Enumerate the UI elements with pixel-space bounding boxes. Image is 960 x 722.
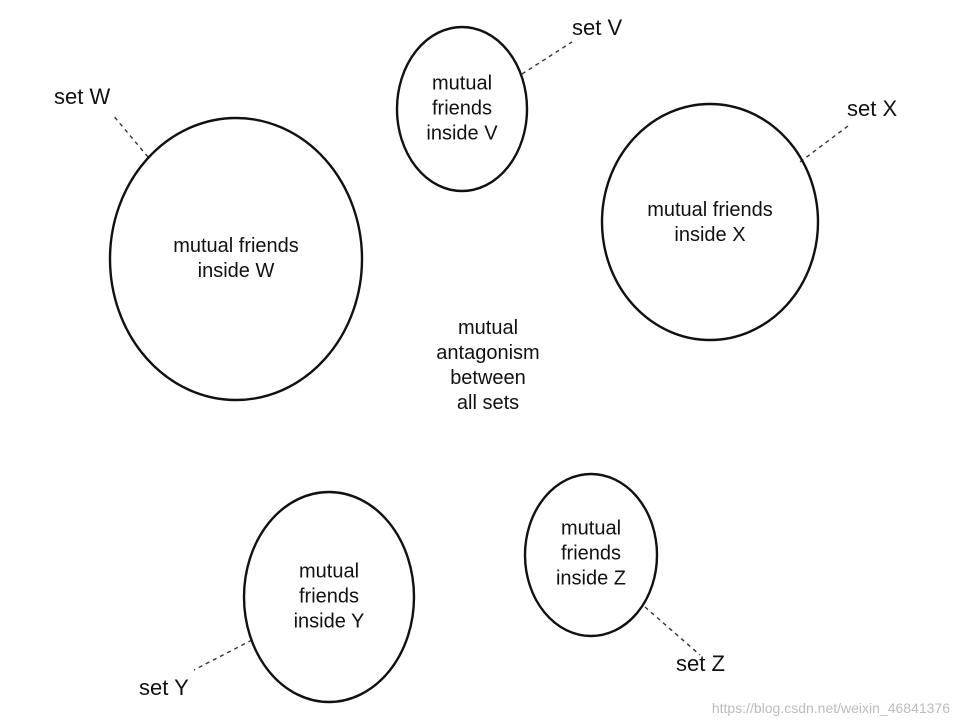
set-v-description: mutual friends inside V	[426, 72, 497, 147]
set-z-description-line: inside Z	[555, 567, 627, 590]
set-z-description: mutual friends inside Z	[556, 517, 626, 592]
set-x-label: set X	[847, 96, 898, 121]
center-description-line: between	[450, 367, 526, 389]
set-x-ellipse	[600, 102, 820, 342]
set-y-label: set Y	[139, 675, 189, 700]
center-description-line: all sets	[456, 392, 520, 414]
set-v-description-line: friends	[431, 97, 493, 120]
set-y-description-line: inside Y	[293, 610, 365, 633]
center-description-line: antagonism	[436, 342, 540, 364]
set-w-description-line: inside W	[197, 260, 275, 282]
set-z-description-line: mutual	[560, 517, 622, 540]
leader-line-set-w	[111, 113, 149, 158]
set-x-description: mutual friends inside X	[647, 198, 773, 248]
set-v-label: set V	[572, 15, 623, 40]
set-w-ellipse	[108, 116, 364, 402]
set-v-description-line: inside V	[426, 122, 498, 145]
set-y-description-line: friends	[298, 585, 360, 608]
set-y-description: mutual friends inside Y	[294, 560, 365, 635]
set-v-description-line: mutual	[431, 72, 493, 95]
leader-line-set-z	[644, 606, 701, 656]
set-z-description-line: friends	[560, 542, 622, 565]
watermark-text: https://blog.csdn.net/weixin_46841376	[711, 700, 950, 716]
leader-line-set-y	[193, 639, 253, 671]
set-y-ellipse	[242, 490, 416, 704]
leader-line-set-x	[799, 125, 849, 163]
set-z-label: set Z	[676, 651, 725, 676]
set-x-description-line: mutual friends	[647, 199, 773, 221]
set-w-description: mutual friends inside W	[173, 234, 299, 284]
set-y-description-line: mutual	[298, 560, 360, 583]
set-z-ellipse	[523, 472, 659, 638]
center-description: mutual antagonism between all sets	[436, 316, 539, 416]
set-x-description-line: inside X	[674, 224, 746, 246]
set-w-description-line: mutual friends	[173, 235, 299, 257]
set-w-label: set W	[54, 84, 111, 109]
set-v-ellipse	[395, 25, 529, 193]
center-description-line: mutual	[457, 317, 519, 339]
leader-line-set-v	[521, 41, 573, 75]
